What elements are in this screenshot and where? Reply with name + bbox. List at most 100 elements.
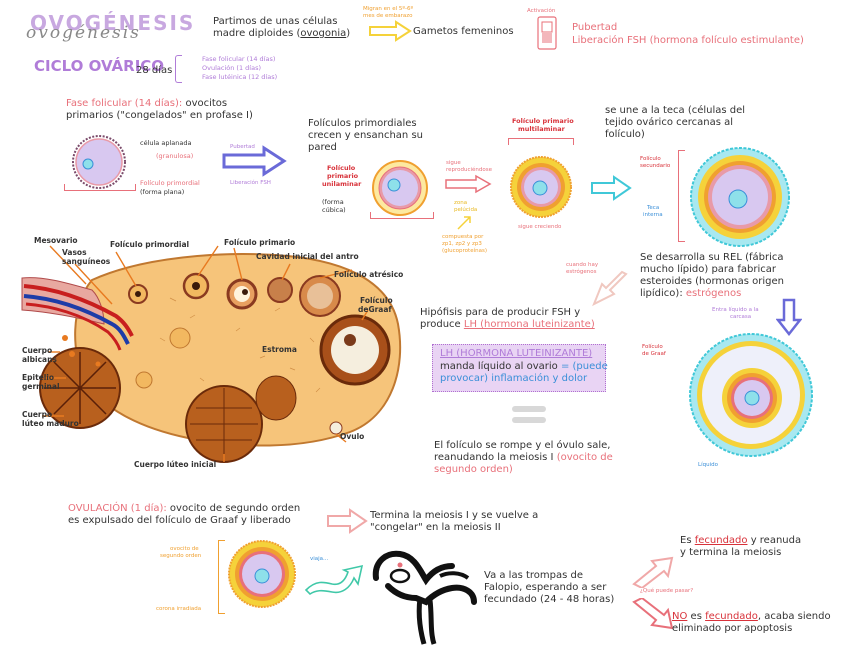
glyco-label-2: zp1, zp2 y zp3 (442, 241, 482, 247)
ovary-label-mesovario: Mesovario (34, 236, 78, 245)
flat-cell-label: célula aplanada (140, 139, 192, 147)
unilaminar-bracket (370, 212, 434, 219)
page-subtitle-script: ovogénesis (26, 23, 141, 43)
ovary-label-graaf-1: Folículo (360, 296, 393, 305)
ovary-label-luteo-1: Cuerpo (22, 410, 53, 419)
multilaminar-label-1: Folículo primario (512, 117, 574, 125)
not-fertilized-arrow-icon (632, 598, 674, 630)
ovary-label-ovulo: Ovulo (340, 432, 365, 441)
liquid-down-arrow-icon (776, 298, 802, 336)
growth-text-1: Folículos primordiales (308, 118, 417, 129)
question-label: ¿Qué puede pasar? (640, 588, 694, 594)
multilaminar-follicle-diagram (510, 156, 572, 218)
unilaminar-follicle-diagram (372, 160, 428, 216)
gametes-label: Gametos femeninos (413, 26, 514, 37)
ovulation-line-2: es expulsado del folículo de Graaf y lib… (68, 515, 291, 526)
cycle-title: CICLO OVÁRICO (34, 57, 165, 75)
ovary-label-antro: Cavidad inicial del antro (256, 252, 359, 261)
lh-line-1: Hipófisis para de producir FSH y (420, 307, 581, 318)
puberty-arrow-icon (222, 145, 287, 177)
cycle-phase-luteal: Fase lutéinica (12 días) (202, 73, 278, 81)
secondary-oocyte-diagram (228, 540, 296, 608)
puberty-label: Pubertad (572, 22, 618, 33)
secondary-follicle-diagram (690, 147, 790, 247)
tubes-line-3: fecundado (24 - 48 horas) (484, 594, 615, 605)
meiosis-arrow-icon (327, 508, 368, 534)
uterus-tube-icon (372, 550, 477, 645)
theca-text-3: folículo) (605, 129, 645, 140)
estrogen-line-4: lipídico): estrógenos (640, 288, 742, 299)
estrogen-arrow-icon (592, 270, 628, 307)
rupture-line-2: reanudando la meiosis I (ovocito de (434, 452, 613, 463)
follicular-heading-2: primarios ("congelados" en profase I) (66, 110, 253, 121)
cycle-bracket (175, 55, 182, 83)
estrogen-note-2: estrógenos (566, 269, 597, 275)
graaf-follicle-diagram (689, 333, 813, 457)
switch-icon (537, 16, 557, 50)
fertilized-line-1: Es fecundado y reanuda (680, 535, 802, 546)
theca-int-label-1: Teca (647, 205, 660, 211)
ovary-label-atresico: Folículo atrésico (334, 270, 404, 279)
secondary-label-1: Folículo (640, 156, 661, 162)
not-fertilized-line-1: NO es fecundado, acaba siendo (672, 611, 831, 622)
graaf-label-2: de Graaf (642, 351, 666, 357)
estrogen-line-1: Se desarrolla su REL (fábrica (640, 252, 784, 263)
ovary-label-sanguineos: sanguíneos (62, 257, 111, 266)
oocyte-bracket (218, 540, 225, 614)
page-title: OVOGÉNESIS (30, 11, 196, 35)
fertilized-line-2: y termina la meiosis (680, 547, 782, 558)
ovary-label-luteo-inicial: Cuerpo lúteo inicial (134, 460, 217, 469)
tubes-line-1: Va a las trompas de (484, 570, 584, 581)
estrogen-line-2: mucho lípido) para fabricar (640, 264, 776, 275)
secondary-bracket (678, 150, 685, 242)
travel-label: viaja... (310, 556, 329, 562)
unilaminar-label-1: Folículo (327, 164, 356, 172)
liquid-note-2: carcasa (730, 314, 752, 320)
cycle-phase-follicular: Fase folicular (14 días) (202, 55, 276, 63)
liquid-note-1: Entra líquido a la (712, 307, 759, 313)
ovary-label-albicans-2: albicans (22, 355, 57, 364)
migration-arrow-icon (369, 20, 412, 42)
lh-box (432, 344, 606, 392)
ovary-label-primordial: Folículo primordial (110, 240, 190, 249)
secondary-label-2: secundario (640, 163, 671, 169)
flat-shape-label: (forma plana) (140, 188, 185, 196)
lh-box-line-3: provocar) inflamación y dolor (440, 373, 588, 384)
ovary-label-epitelio-1: Epitelio (22, 373, 55, 382)
intro-line-2: madre diploides (ovogonia) (213, 28, 351, 39)
tubes-line-2: Falopio, esperando a ser (484, 582, 607, 593)
still-growing-2: reproduciéndose (446, 167, 493, 173)
reproduce-arrow-icon (445, 174, 492, 194)
ovary-label-luteo-2: lúteo maduro (22, 419, 79, 428)
unilaminar-label-2: primario (327, 172, 359, 180)
cubic-label-2: cúbica) (322, 206, 346, 214)
cycle-phase-ovulation: Ovulación (1 días) (202, 64, 261, 72)
puberty-arrow-label: Pubertad (230, 144, 255, 150)
liquido-label: Líquido (698, 462, 718, 468)
migration-note-2: mes de embarazo (363, 13, 413, 19)
equals-icon (512, 406, 546, 412)
cubic-label-1: (forma (322, 198, 344, 206)
rupture-line-3: segundo orden) (434, 464, 513, 475)
lh-box-title: LH (HORMONA LUTEINIZANTE) (440, 348, 593, 359)
ovulation-line-1: OVULACIÓN (1 día): ovocito de segundo or… (68, 503, 301, 514)
meiosis-line-1: Termina la meiosis I y se vuelve a (370, 510, 539, 521)
fsh-release-label: Liberación FSH (hormona folículo estimul… (572, 35, 804, 46)
primordial-follicle-diagram (72, 135, 126, 189)
glyco-label-3: (glucoproteínas) (442, 248, 487, 254)
oocyte-label-2: segundo orden (160, 553, 202, 559)
intro-line-1: Partimos de unas células (213, 16, 338, 27)
graaf-label-1: Folículo (642, 344, 663, 350)
theca-text-1: se une a la teca (células del (605, 105, 746, 116)
zona-label-1: zona (454, 200, 468, 206)
fsh-arrow-label: Liberación FSH (230, 180, 271, 186)
theca-text-2: tejido ovárico cercanas al (605, 117, 734, 128)
lh-line-2: produce LH (hormona luteinizante) (420, 319, 595, 330)
keeps-growing-label: sigue creciendo (518, 224, 562, 230)
estrogen-note-1: cuando hay (566, 262, 599, 268)
cycle-days: 28 días (136, 65, 173, 76)
theca-int-label-2: interna (643, 212, 663, 218)
zona-label-2: pelúcida (454, 207, 478, 213)
ovary-illustration (20, 228, 415, 472)
primordial-follicle-label: Folículo primordial (140, 179, 200, 187)
